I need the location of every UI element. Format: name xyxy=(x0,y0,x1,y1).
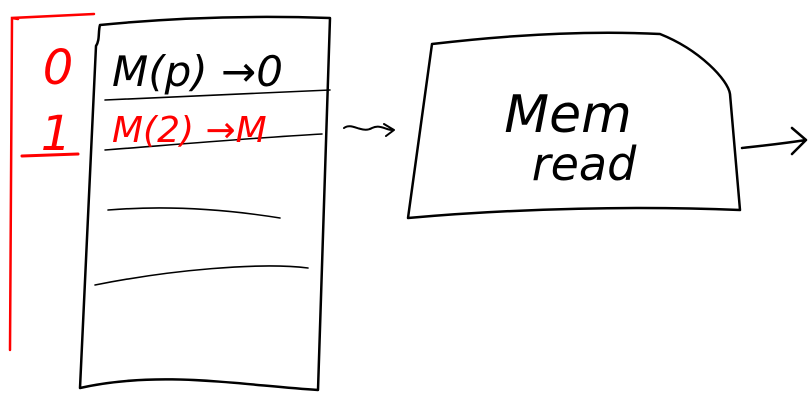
row-divider xyxy=(107,207,281,219)
squiggle-arrow xyxy=(343,123,395,137)
mem-read-box xyxy=(406,31,742,220)
row-divider xyxy=(94,265,309,286)
row-divider xyxy=(104,133,323,151)
index-0: 0 xyxy=(43,40,74,96)
stage-label-line1: Mem xyxy=(504,85,632,145)
row-divider xyxy=(104,89,331,101)
index-column-outline xyxy=(8,12,96,352)
table-outline xyxy=(78,15,332,392)
table-entry-1: M(2) →M xyxy=(112,110,267,151)
index-underline xyxy=(20,152,80,158)
stage-label-line2: read xyxy=(532,137,637,191)
index-1: 1 xyxy=(41,106,72,162)
output-arrow xyxy=(740,126,808,156)
table-entry-0: M(p) →0 xyxy=(112,47,283,96)
